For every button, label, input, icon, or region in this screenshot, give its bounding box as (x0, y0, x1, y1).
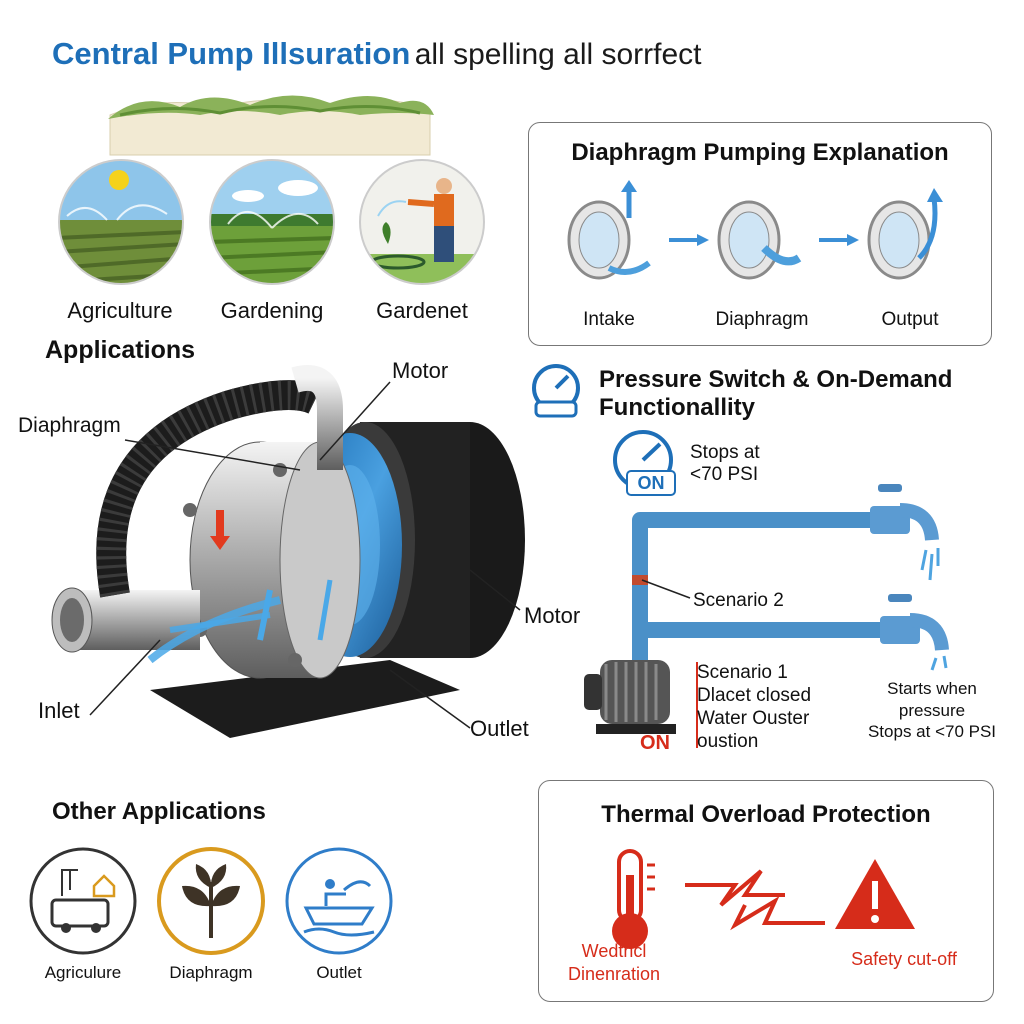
label-diaphragm: Diaphragm (18, 414, 121, 437)
thermal-left-line2: Dinenration (567, 964, 661, 984)
plant-icon (157, 847, 265, 955)
stops-line1: Stops at (690, 442, 760, 463)
starts-line3: Stops at <70 PSI (867, 722, 997, 741)
thermal-left-line1: Wedtricl (581, 941, 647, 961)
scenario2-label: Scenario 2 (693, 590, 784, 611)
app-label-gardening: Gardening (220, 298, 324, 323)
step-intake: Intake (583, 309, 635, 330)
field-sprinkler-icon (58, 159, 184, 285)
scenario1-title: Scenario 1 (697, 662, 788, 683)
scenario1-line3: oustion (697, 731, 759, 752)
other-applications-heading: Other Applications (52, 798, 266, 825)
starts-line1: Starts when (887, 679, 977, 698)
thermal-right-label: Safety cut-off (851, 949, 957, 969)
other-app-label-3: Outlet (316, 963, 362, 982)
diaphragm-panel-heading: Diaphragm Pumping Explanation (571, 139, 949, 166)
gauge-on-badge: ON (626, 470, 676, 496)
motor-on-label: ON (640, 732, 670, 754)
gardener-hose-icon (359, 159, 485, 285)
label-outlet: Outlet (470, 716, 529, 741)
scenario1-divider (696, 662, 698, 748)
grass-slab-illustration (108, 95, 434, 156)
diaphragm-explanation-panel: Diaphragm Pumping Explanation Intake Dia… (528, 122, 992, 346)
garden-sprinkler-icon (209, 159, 335, 285)
plumbing-diagram (632, 484, 949, 680)
label-motor-top: Motor (392, 358, 449, 383)
title-main: Central Pump Illsuration (52, 36, 411, 71)
diaphragm-pump-illustration (51, 365, 525, 738)
step-diaphragm: Diaphragm (715, 309, 809, 330)
step-output: Output (881, 309, 939, 330)
thermal-illustration (612, 849, 915, 949)
pressure-heading-line2: Functionallity (599, 394, 755, 421)
other-app-label-2: Diaphragm (169, 963, 253, 982)
stops-line2: <70 PSI (690, 464, 759, 485)
other-app-label-1: Agriculure (44, 963, 122, 982)
motor-unit-icon (584, 660, 676, 734)
title-suffix: all spelling all sorrfect (414, 38, 702, 71)
boat-icon (285, 847, 393, 955)
scenario1-line2: Water Ouster (697, 708, 810, 729)
rv-camper-icon (29, 847, 137, 955)
starts-line2: pressure (898, 701, 966, 720)
label-inlet: Inlet (38, 698, 80, 723)
diaphragm-steps-illustration (567, 180, 943, 280)
scenario1-line1: Dlacet closed (697, 685, 812, 706)
thermal-overload-panel: Thermal Overload Protection Wedtricl Din… (538, 780, 994, 1002)
app-label-gardenet: Gardenet (376, 298, 468, 323)
label-motor-right: Motor (524, 603, 581, 628)
pressure-gauge-icon (532, 364, 580, 418)
page-title: Central Pump Illsuration all spelling al… (52, 36, 702, 72)
pressure-heading-line1: Pressure Switch & On-Demand (599, 366, 953, 393)
thermal-heading: Thermal Overload Protection (601, 801, 931, 828)
app-label-agriculture: Agriculture (67, 298, 173, 323)
applications-heading: Applications (45, 336, 196, 364)
